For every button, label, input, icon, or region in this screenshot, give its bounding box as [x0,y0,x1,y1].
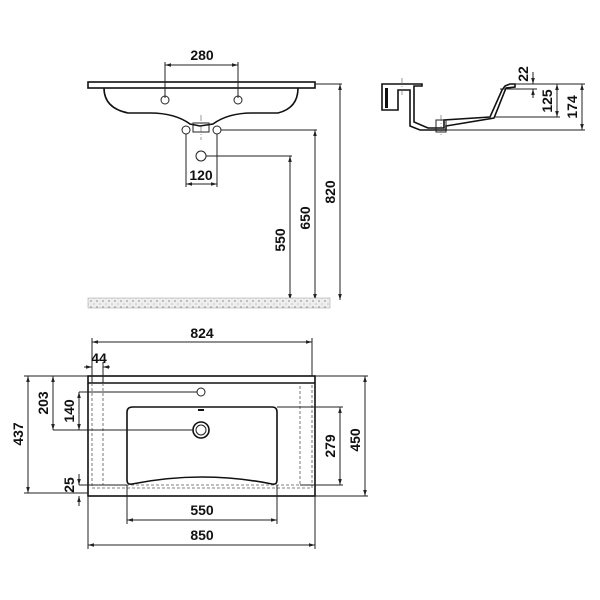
dim-125: 125 [539,89,555,113]
fixing-hole-right [212,125,222,135]
dim-450: 450 [347,428,363,452]
front-view: 280 120 550 650 820 [87,47,342,309]
side-view: 22 125 174 [381,66,585,136]
dim-120: 120 [189,167,213,183]
dim-140: 140 [61,399,77,423]
dim-850: 850 [190,527,214,543]
dim-650: 650 [297,206,313,230]
dim-550-height: 550 [272,228,288,252]
dim-279: 279 [322,434,338,458]
dim-25: 25 [61,477,77,493]
drain [192,421,210,439]
basin-outline [87,375,316,497]
basin-bowl [103,87,299,127]
overflow [198,409,204,411]
floor-line [87,297,331,309]
dim-437: 437 [10,422,26,446]
top-view: 824 44 437 203 140 25 279 450 550 [10,325,368,549]
dim-820: 820 [322,180,338,204]
dim-22: 22 [515,66,531,82]
tap-hole [196,387,206,397]
dim-174: 174 [564,95,580,119]
basin-bowl-top [126,406,278,485]
fixing-hole-left [181,125,191,135]
dim-824: 824 [190,325,214,341]
basin-slab [87,81,316,89]
dim-44: 44 [91,350,107,366]
dim-280: 280 [190,47,214,63]
waste-hole [195,150,207,162]
dim-550-width: 550 [190,502,214,518]
dim-203: 203 [35,391,51,415]
